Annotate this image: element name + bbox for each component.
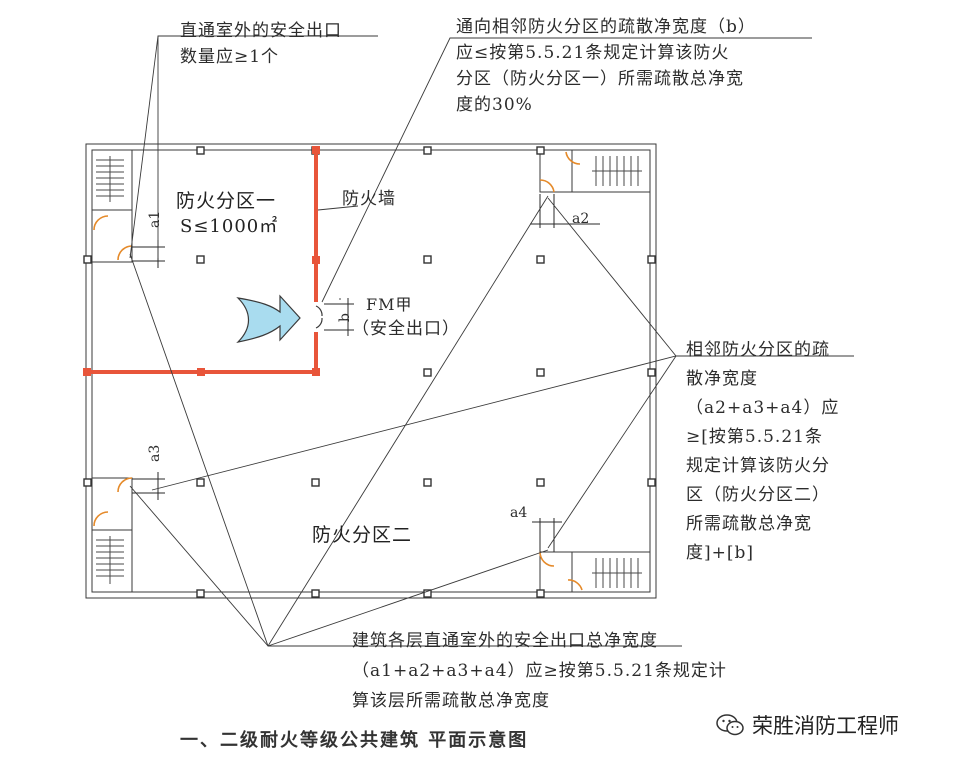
annotation-line: 所需疏散总净宽	[686, 514, 812, 534]
annotation-line: （a2+a3+a4）应	[686, 398, 840, 418]
columns	[83, 146, 656, 598]
stair-block-top-right	[539, 149, 651, 193]
annotation-line: 直通室外的安全出口	[180, 21, 342, 41]
annotation-line: 度]+[b]	[686, 543, 755, 563]
annotation-line: 散净宽度	[686, 369, 758, 389]
wechat-icon	[716, 714, 744, 736]
dim-label-a1: a1	[147, 210, 163, 228]
watermark: 荣胜消防工程师	[716, 710, 899, 740]
annotation-line: 数量应≥1个	[180, 47, 280, 67]
zone1-name: 防火分区一	[176, 190, 277, 212]
fm-door-desc: （安全出口）	[352, 319, 460, 339]
annotation-line: ≥[按第5.5.21条	[686, 427, 823, 447]
annotation-line: 度的30%	[456, 95, 533, 115]
annotation-top-left: 直通室外的安全出口 数量应≥1个	[180, 18, 342, 70]
fm-door-code: FM甲	[366, 295, 413, 314]
annotation-line: 应≤按第5.5.21条规定计算该防火	[456, 43, 730, 63]
fm-door-swing	[315, 305, 323, 329]
stair-block-bottom-right	[539, 551, 651, 593]
firewall-line	[83, 146, 320, 376]
firewall-label: 防火墙	[342, 189, 396, 209]
annotation-line: 分区（防火分区一）所需疏散总净宽	[456, 69, 744, 89]
dimension-marks	[132, 194, 600, 552]
zone2-name: 防火分区二	[312, 524, 413, 546]
entry-arrow	[236, 294, 301, 343]
annotation-line: 通向相邻防火分区的疏散净宽度（b）	[456, 17, 756, 37]
annotation-bottom: 建筑各层直通室外的安全出口总净宽度 （a1+a2+a3+a4）应≥按第5.5.2…	[352, 626, 727, 716]
annotation-line: 算该层所需疏散总净宽度	[352, 691, 550, 711]
annotation-line: （a1+a2+a3+a4）应≥按第5.5.21条规定计	[352, 661, 727, 681]
dim-label-b: b	[337, 313, 353, 322]
stair-block-top-left	[91, 149, 133, 263]
annotation-line: 相邻防火分区的疏	[686, 340, 830, 360]
annotation-line: 建筑各层直通室外的安全出口总净宽度	[352, 631, 658, 651]
annotation-top-right: 通向相邻防火分区的疏散净宽度（b） 应≤按第5.5.21条规定计算该防火 分区（…	[456, 14, 756, 118]
door-swings	[93, 151, 583, 591]
zone1-area: S≤1000㎡	[180, 216, 279, 237]
diagram-caption: 一、二级耐火等级公共建筑 平面示意图	[180, 730, 529, 751]
leader-lines	[129, 35, 854, 647]
watermark-text: 荣胜消防工程师	[752, 714, 899, 738]
stair-block-bottom-left	[91, 477, 133, 593]
dim-label-a3: a3	[147, 444, 163, 462]
annotation-line: 规定计算该防火分	[686, 456, 830, 476]
dim-label-a4: a4	[510, 505, 528, 521]
annotation-right: 相邻防火分区的疏 散净宽度 （a2+a3+a4）应 ≥[按第5.5.21条 规定…	[686, 336, 839, 568]
dim-label-a2: a2	[572, 211, 590, 227]
stair-treads	[96, 156, 642, 588]
annotation-line: 区（防火分区二）	[686, 485, 830, 505]
